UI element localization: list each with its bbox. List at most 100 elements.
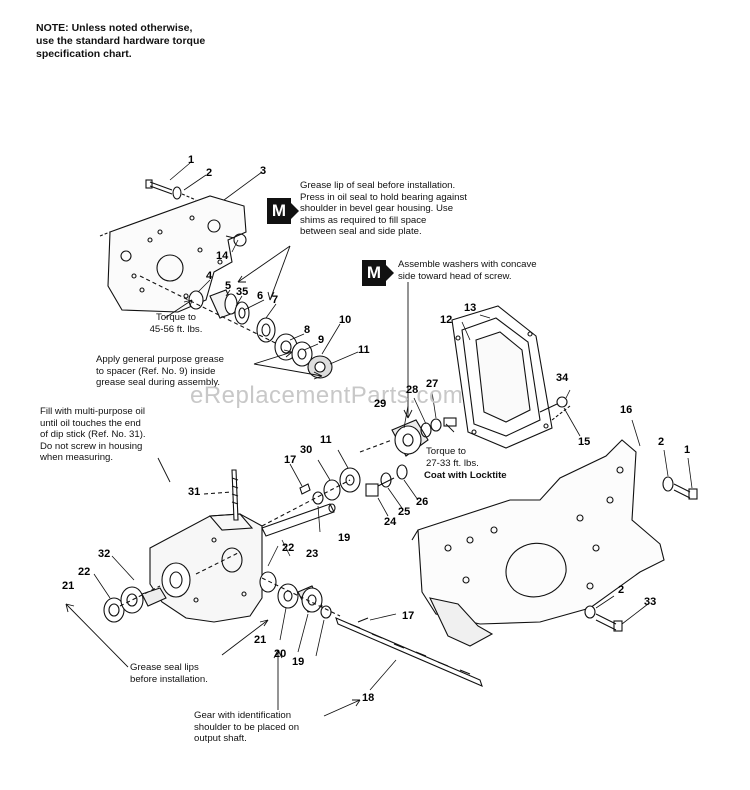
callout-2-bottom: 2: [618, 584, 625, 596]
callout-17: 17: [284, 454, 297, 466]
torque-45-line-1: Torque to: [156, 312, 196, 323]
m-badge-washers: M: [362, 260, 394, 286]
m-badge-seal: M: [267, 198, 299, 224]
seal-stack-left: [103, 585, 167, 623]
grease-spacer-instruction: Apply general purpose grease to spacer (…: [96, 354, 266, 389]
callout-11: 11: [358, 344, 370, 356]
callout-24: 24: [384, 516, 397, 528]
callout-22-left: 22: [78, 566, 91, 578]
washers-line-2: side toward head of screw.: [398, 270, 512, 282]
callout-29: 29: [374, 398, 387, 410]
gear-stack-center: [261, 467, 361, 527]
bolt-1-top: [145, 179, 197, 201]
torque-45-line-2: 45-56 ft. lbs.: [149, 323, 203, 335]
grease-seal-line-2: Press in oil seal to hold bearing agains…: [300, 191, 467, 203]
fill-oil-line-2: until oil touches the end: [40, 417, 141, 429]
callout-3: 3: [260, 165, 267, 177]
torque-note: NOTE: Unless noted otherwise, use the st…: [36, 22, 236, 61]
grease-seal-line-1: Grease lip of seal before installation.: [300, 180, 456, 191]
callout-25: 25: [398, 506, 411, 518]
bolt-33: [584, 605, 623, 632]
callout-35: 35: [236, 286, 249, 298]
callout-13: 13: [464, 302, 477, 314]
fill-oil-line-3: of dip stick (Ref. No. 31).: [40, 429, 146, 440]
callout-21: 21: [254, 634, 267, 646]
callout-26: 26: [416, 496, 429, 508]
callout-27: 27: [426, 378, 439, 390]
key-17: [299, 483, 311, 495]
washers-instruction: Assemble washers with concave side towar…: [398, 259, 578, 282]
callout-1: 1: [188, 154, 195, 166]
note-line-3: specification chart.: [36, 48, 132, 60]
bearing-stack-right: [274, 333, 333, 379]
note-line-1: NOTE: Unless noted otherwise,: [36, 22, 193, 34]
bearing-stack-left: [139, 275, 331, 371]
callout-1-right: 1: [684, 444, 691, 456]
callout-10: 10: [339, 314, 352, 326]
callout-11-center: 11: [320, 434, 332, 446]
torque-27-line-2: 27-33 ft. lbs.: [426, 457, 479, 469]
gear-id-instruction: Gear with identification shoulder to be …: [194, 710, 334, 745]
shaft-23: [261, 503, 336, 537]
callout-2: 2: [206, 167, 213, 179]
seal-stack-right: [259, 571, 341, 619]
gear-id-line-1: Gear with identification: [194, 710, 292, 721]
callout-18: 18: [362, 692, 375, 704]
bolt-1-right: [662, 476, 698, 500]
callout-34: 34: [556, 372, 569, 384]
callout-16: 16: [620, 404, 633, 416]
callout-7: 7: [272, 294, 279, 306]
callout-20: 20: [274, 648, 287, 660]
callout-19-bottom: 19: [292, 656, 305, 668]
grease-seal-line-4: shims as required to fill space: [300, 214, 427, 226]
callout-19: 19: [338, 532, 351, 544]
torque-45-instruction: Torque to 45-56 ft. lbs.: [126, 312, 226, 335]
washers-line-1: Assemble washers with concave: [398, 259, 537, 270]
fill-oil-line-1: Fill with multi-purpose oil: [40, 406, 146, 417]
watermark: eReplacementParts.com: [190, 382, 464, 409]
lock-washer-stack: [365, 464, 408, 497]
grease-seal-line-5: between seal and side plate.: [300, 226, 422, 237]
fill-oil-line-4: Do not screw in housing: [40, 440, 143, 452]
callout-9: 9: [318, 334, 325, 346]
callout-17-bottom: 17: [402, 610, 415, 622]
dipstick-31: [203, 469, 239, 521]
grease-lips-line-1: Grease seal lips: [130, 662, 199, 673]
grease-seal-instruction: Grease lip of seal before installation. …: [300, 180, 530, 238]
cover-plate: [451, 305, 571, 449]
callout-22: 22: [282, 542, 295, 554]
grease-spacer-line-1: Apply general purpose grease: [96, 354, 225, 365]
fill-oil-instruction: Fill with multi-purpose oil until oil to…: [40, 406, 190, 464]
grease-lips-instruction: Grease seal lips before installation.: [130, 662, 240, 685]
gear-id-line-3: output shaft.: [194, 733, 247, 744]
torque-27-instruction: Torque to 27-33 ft. lbs.: [426, 446, 516, 469]
callout-30: 30: [300, 444, 313, 456]
note-arrows: [65, 245, 455, 717]
callout-6: 6: [257, 290, 264, 302]
gear-id-line-2: shoulder to be placed on: [194, 721, 300, 733]
screw-15: [539, 396, 568, 413]
callout-2-right: 2: [658, 436, 665, 448]
note-line-2: use the standard hardware torque: [36, 35, 206, 47]
bolt-14: [225, 233, 247, 247]
callout-28: 28: [406, 384, 419, 396]
callout-12: 12: [440, 314, 453, 326]
callout-33: 33: [644, 596, 657, 608]
callout-23: 23: [306, 548, 319, 560]
callout-14: 14: [216, 250, 229, 262]
leader-lines: [93, 162, 693, 691]
callout-5: 5: [225, 280, 232, 292]
torque-27-line-1: Torque to: [426, 446, 466, 457]
callout-32: 32: [98, 548, 111, 560]
right-side-plate: [411, 439, 665, 647]
locktite-instruction: Coat with Locktite: [424, 470, 507, 481]
callout-31: 31: [188, 486, 201, 498]
left-side-plate: [99, 195, 247, 313]
bevel-gear-29: [359, 417, 457, 457]
callout-21-left: 21: [62, 580, 75, 592]
grease-lips-line-2: before installation.: [130, 673, 208, 685]
callout-15: 15: [578, 436, 591, 448]
callout-4: 4: [206, 270, 213, 282]
